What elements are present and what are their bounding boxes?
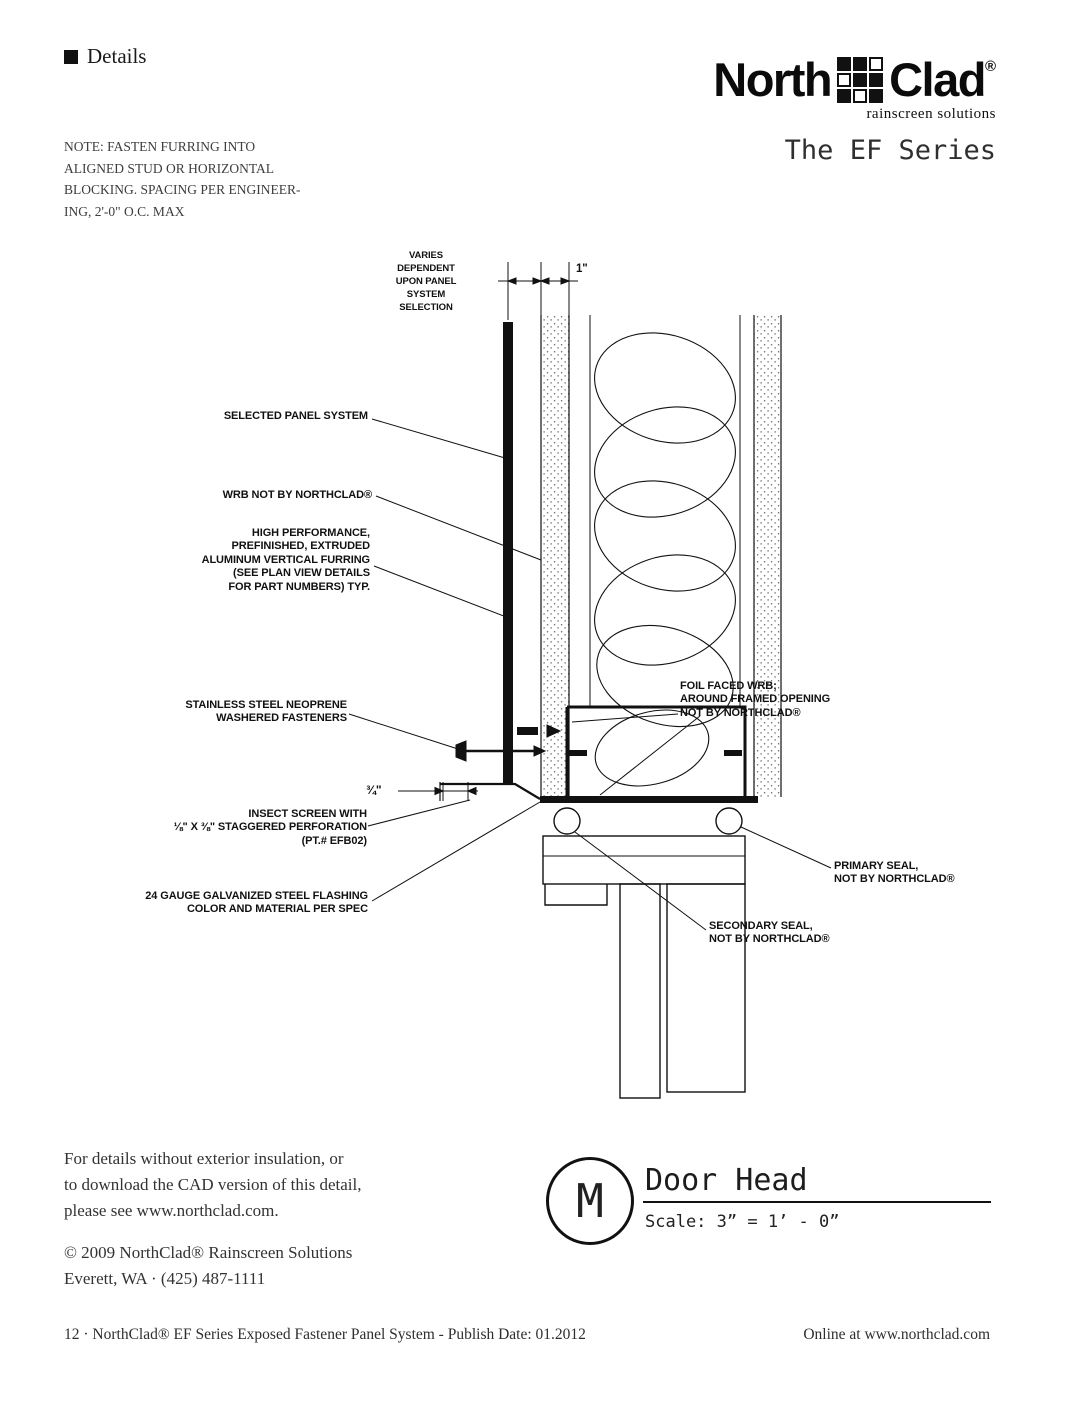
registered-mark: ® [984, 58, 996, 75]
detail-mark-circle: M [546, 1157, 634, 1245]
gap-dimension [398, 782, 478, 801]
furring-label: HIGH PERFORMANCE, PREFINISHED, EXTRUDED … [201, 527, 371, 593]
logo-word-clad: Clad [889, 53, 986, 106]
wall-layers [503, 315, 782, 797]
title-rule [643, 1201, 991, 1203]
detail-title: Door Head [645, 1163, 808, 1198]
copyright-text: © 2009 NorthClad® Rainscreen Solutions E… [64, 1243, 353, 1288]
leader-lines [348, 418, 832, 931]
footer-website: Online at www.northclad.com [803, 1326, 990, 1343]
fastener-symbol [455, 724, 562, 762]
logo-tagline: rainscreen solutions [866, 106, 996, 122]
logo-word-north: North [713, 53, 832, 106]
engineering-note: NOTE: FASTEN FURRING INTO ALIGNED STUD O… [64, 139, 301, 219]
panel-section [503, 322, 513, 783]
door-frame [542, 835, 746, 1099]
secondary-seal-label: SECONDARY SEAL, NOT BY NORTHCLAD® [709, 920, 830, 946]
northclad-logo: North Clad ® rainscreen solutions The EF… [713, 56, 996, 166]
details-heading: Details [64, 44, 146, 69]
fasteners-label: STAINLESS STEEL NEOPRENE WASHERED FASTEN… [185, 699, 347, 725]
logo-grid-icon [837, 56, 884, 103]
insect-screen-label: INSECT SCREEN WITH ⅛" X ⅜" STAGGERED PER… [173, 808, 367, 847]
flashing-profile [439, 782, 758, 803]
square-bullet-icon [64, 49, 78, 64]
varies-dimension-label: VARIES DEPENDENT UPON PANEL SYSTEM SELEC… [395, 250, 457, 314]
primary-seal-label: PRIMARY SEAL, NOT BY NORTHCLAD® [834, 860, 955, 886]
selected-panel-label: SELECTED PANEL SYSTEM [223, 410, 368, 422]
top-dimension [498, 262, 578, 320]
logo-wordmark: North Clad ® [713, 56, 996, 103]
footer-publish-info: 12 · NorthClad® EF Series Exposed Fasten… [64, 1326, 586, 1343]
framed-opening-header [565, 705, 747, 797]
flashing-label: 24 GAUGE GALVANIZED STEEL FLASHING COLOR… [145, 890, 368, 916]
detail-mark-letter: M [576, 1174, 604, 1228]
detail-scale: Scale: 3” = 1’ - 0” [645, 1212, 840, 1232]
seal-circles [553, 807, 743, 835]
series-title: The EF Series [784, 135, 996, 166]
wrb-label: WRB NOT BY NORTHCLAD® [222, 489, 373, 501]
cad-download-note: For details without exterior insulation,… [64, 1149, 362, 1221]
batt-insulation [594, 332, 736, 787]
one-inch-dimension-label: 1" [576, 263, 588, 275]
three-quarter-dimension-label: ¾" [366, 783, 382, 797]
foil-wrb-label: FOIL FACED WRB; AROUND FRAMED OPENING NO… [680, 680, 831, 719]
details-label: Details [87, 44, 147, 68]
